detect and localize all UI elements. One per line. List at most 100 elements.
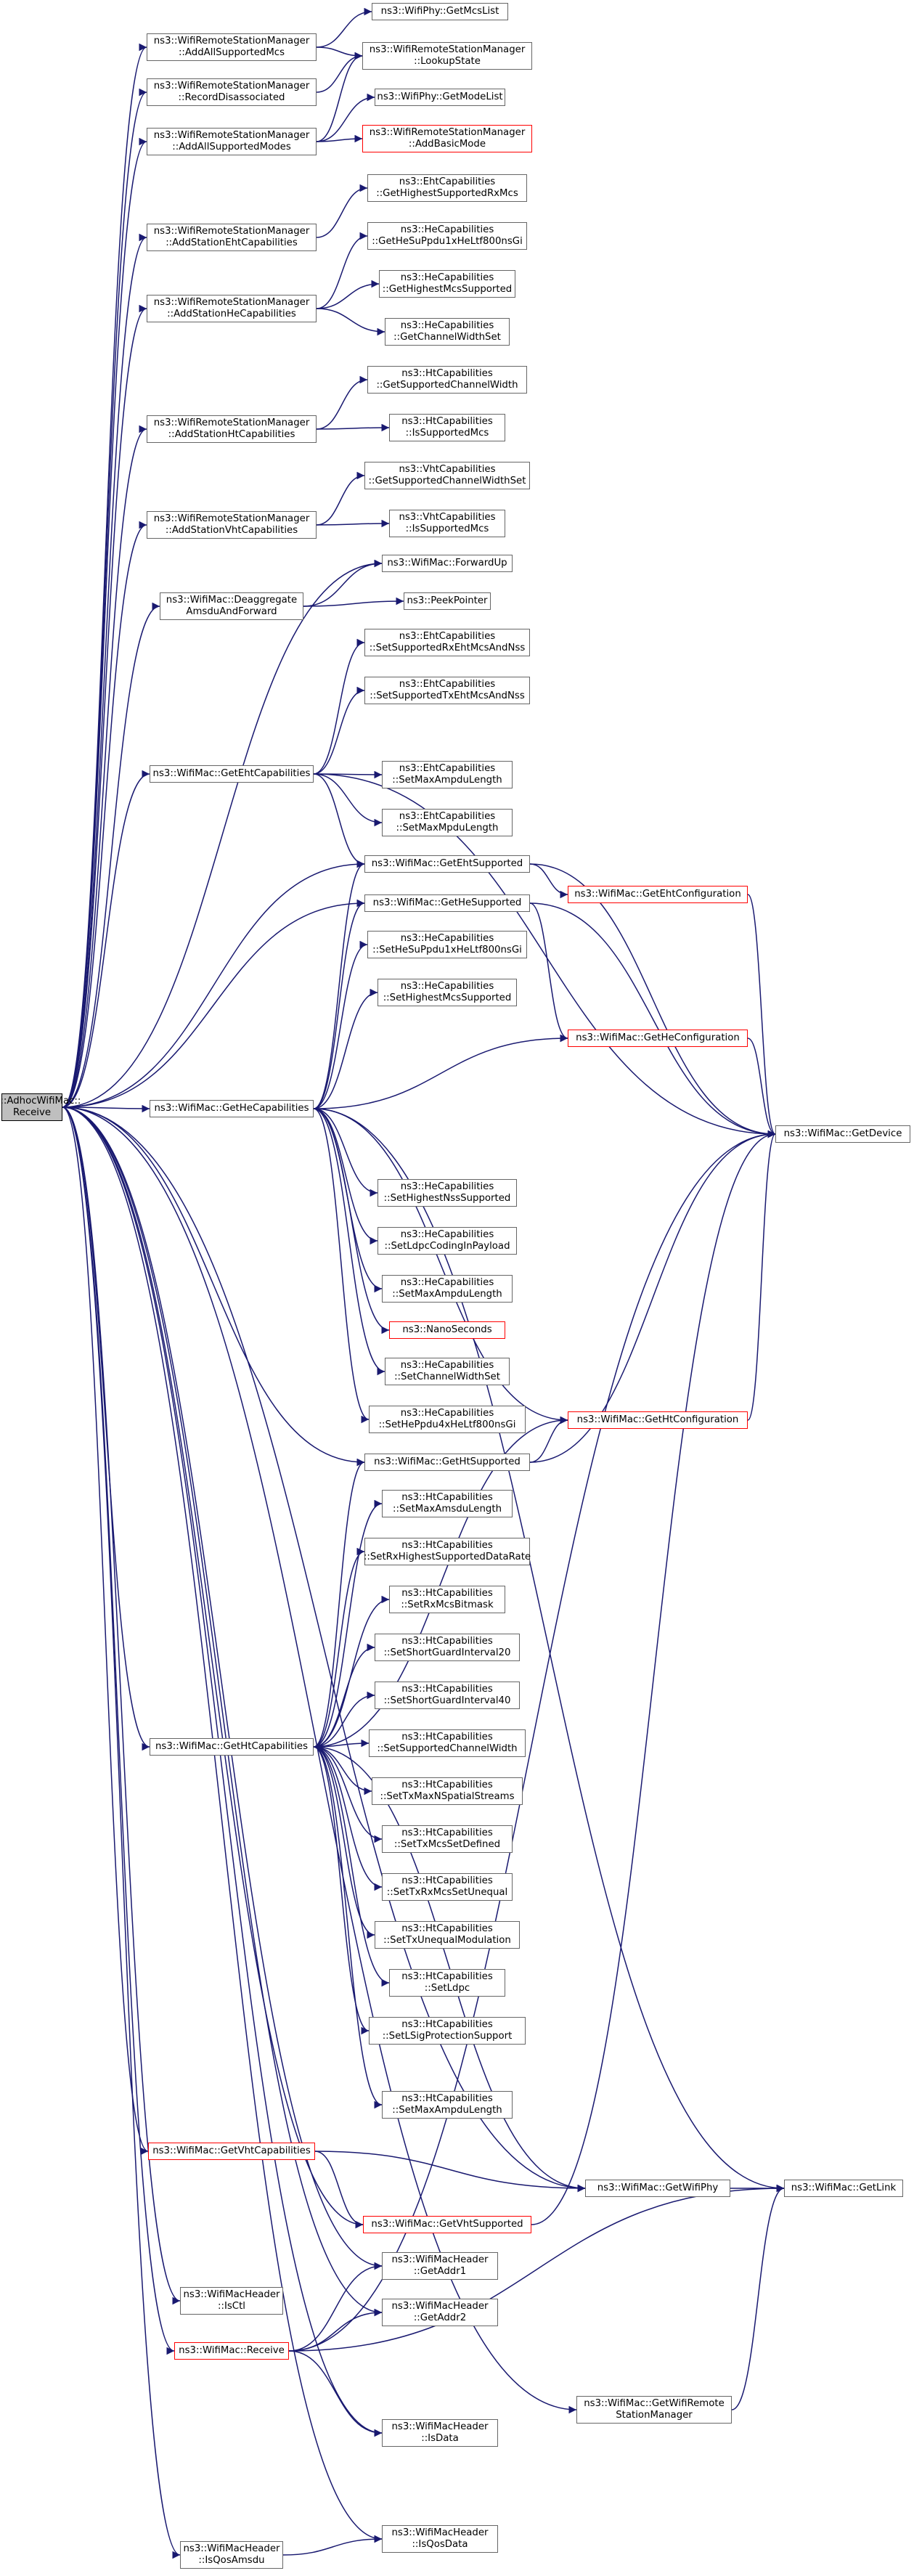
node-settxrxmcssetunequal[interactable]: ns3::HtCapabilities::SetTxRxMcsSetUnequa… bbox=[382, 1873, 513, 1901]
node-getlink[interactable]: ns3::WifiMac::GetLink bbox=[784, 2180, 903, 2197]
node-setldpc[interactable]: ns3::HtCapabilities::SetLdpc bbox=[389, 1969, 505, 1997]
node-setsupportedchannelwidth[interactable]: ns3::HtCapabilities::SetSupportedChannel… bbox=[369, 1729, 526, 1757]
edge-n9-m19 bbox=[313, 773, 365, 868]
node-addstationehtcapabilities[interactable]: ns3::WifiRemoteStationManager::AddStatio… bbox=[147, 224, 317, 251]
node-addbasicmode[interactable]: ns3::WifiRemoteStationManager::AddBasicM… bbox=[362, 125, 532, 152]
node-getmcslist[interactable]: ns3::WifiPhy::GetMcsList bbox=[372, 3, 508, 20]
edge-m44-c4 bbox=[531, 1130, 776, 2225]
node-ht-issupportedmcs[interactable]: ns3::HtCapabilities::IsSupportedMcs bbox=[389, 414, 505, 441]
edge-root-n8 bbox=[62, 602, 160, 1108]
edge-n11-m29 bbox=[313, 1458, 365, 1748]
node-settxmcssetdefined[interactable]: ns3::HtCapabilities::SetTxMcsSetDefined bbox=[382, 1825, 513, 1853]
node-lookupstate[interactable]: ns3::WifiRemoteStationManager::LookupSta… bbox=[362, 42, 532, 70]
edge-root-n3 bbox=[62, 137, 147, 1108]
node-getsupportedchannelwidthset[interactable]: ns3::VhtCapabilities::GetSupportedChanne… bbox=[364, 462, 530, 489]
node-getvhtsupported[interactable]: ns3::WifiMac::GetVhtSupported bbox=[363, 2216, 531, 2233]
node-peekpointer[interactable]: ns3::PeekPointer bbox=[404, 592, 491, 610]
node-gethtcapabilities[interactable]: ns3::WifiMac::GetHtCapabilities bbox=[150, 1738, 314, 1756]
edge-root-m19 bbox=[62, 860, 365, 1108]
node-setshortguardinterval40[interactable]: ns3::HtCapabilities::SetShortGuardInterv… bbox=[375, 1682, 520, 1709]
edge-n14-m45 bbox=[288, 2262, 383, 2352]
edge-n14-c5 bbox=[288, 2184, 785, 2352]
node-wifimacheader-isctl[interactable]: ns3::WifiMacHeader::IsCtl bbox=[180, 2287, 283, 2315]
node-isdata[interactable]: ns3::WifiMacHeader::IsData bbox=[382, 2419, 498, 2447]
node-addstationhecapabilities[interactable]: ns3::WifiRemoteStationManager::AddStatio… bbox=[147, 295, 317, 322]
node-recorddisassociated[interactable]: ns3::WifiRemoteStationManager::RecordDis… bbox=[147, 78, 317, 106]
edge-n11-m43 bbox=[313, 1746, 586, 2193]
node-setmaxamsdulength[interactable]: ns3::HtCapabilities::SetMaxAmsduLength bbox=[382, 1490, 513, 1517]
edge-n9-m15 bbox=[313, 638, 365, 775]
node-getaddr1[interactable]: ns3::WifiMacHeader::GetAddr1 bbox=[382, 2252, 498, 2280]
node-vht-issupportedmcs[interactable]: ns3::VhtCapabilities::IsSupportedMcs bbox=[389, 510, 505, 537]
node-addallsupportedmodes[interactable]: ns3::WifiRemoteStationManager::AddAllSup… bbox=[147, 128, 317, 155]
edge-n10-m24 bbox=[313, 1108, 378, 1245]
node-getmodelist[interactable]: ns3::WifiPhy::GetModeList bbox=[375, 89, 505, 106]
edge-root-m29 bbox=[62, 1106, 365, 1467]
node-setshortguardinterval20[interactable]: ns3::HtCapabilities::SetShortGuardInterv… bbox=[375, 1634, 520, 1661]
node-gethecapabilities[interactable]: ns3::WifiMac::GetHeCapabilities bbox=[150, 1100, 314, 1117]
edge-root-m47 bbox=[62, 1106, 383, 2437]
node-setldpccodinginpayload[interactable]: ns3::HeCapabilities::SetLdpcCodingInPayl… bbox=[378, 1227, 517, 1255]
edge-n11-m33 bbox=[313, 1643, 375, 1748]
node-sethe4xheltf800nsgi[interactable]: ns3::HeCapabilities::SetHePpdu4xHeLtf800… bbox=[369, 1406, 526, 1433]
node-gethtconfiguration[interactable]: ns3::WifiMac::GetHtConfiguration bbox=[568, 1411, 748, 1429]
edge-root-m13 bbox=[62, 559, 383, 1108]
node-wifimacheader-isqosamsdu[interactable]: ns3::WifiMacHeader::IsQosAmsdu bbox=[180, 2541, 283, 2569]
edge-n10-m23 bbox=[313, 1108, 378, 1197]
node-gethighestmcssupported[interactable]: ns3::HeCapabilities::GetHighestMcsSuppor… bbox=[379, 270, 515, 298]
edge-n7-m12 bbox=[316, 519, 390, 528]
node-sethesuppdu1xheltf800nsgi[interactable]: ns3::HeCapabilities::SetHeSuPpdu1xHeLtf8… bbox=[367, 931, 527, 958]
node-setsupportedrxehtmcsandnss[interactable]: ns3::EhtCapabilities::SetSupportedRxEhtM… bbox=[364, 629, 530, 656]
node-nanoseconds[interactable]: ns3::NanoSeconds bbox=[389, 1321, 505, 1339]
node-getehtsupported[interactable]: ns3::WifiMac::GetEhtSupported bbox=[364, 855, 530, 873]
edge-n10-m28 bbox=[313, 1108, 370, 1424]
node-getvhtcapabilities[interactable]: ns3::WifiMac::GetVhtCapabilities bbox=[148, 2143, 315, 2160]
node-gethesupported[interactable]: ns3::WifiMac::GetHeSupported bbox=[364, 894, 530, 912]
node-gethesuppdu1xheltf800nsgi[interactable]: ns3::HeCapabilities::GetHeSuPpdu1xHeLtf8… bbox=[367, 222, 527, 250]
node-addstationvhtcapabilities[interactable]: ns3::WifiRemoteStationManager::AddStatio… bbox=[147, 511, 317, 539]
edge-n3-m3 bbox=[316, 93, 375, 142]
node-getwifiphy[interactable]: ns3::WifiMac::GetWifiPhy bbox=[585, 2180, 730, 2197]
edge-n12-m43 bbox=[314, 2151, 586, 2193]
node-getdevice[interactable]: ns3::WifiMac::GetDevice bbox=[775, 1125, 910, 1143]
node-getsupportedchannelwidth[interactable]: ns3::HtCapabilities::GetSupportedChannel… bbox=[367, 366, 527, 394]
node-forwardup[interactable]: ns3::WifiMac::ForwardUp bbox=[382, 555, 513, 572]
edge-root-m46 bbox=[62, 1106, 383, 2317]
node-ht-setmaxampdulength[interactable]: ns3::HtCapabilities::SetMaxAmpduLength bbox=[382, 2091, 513, 2119]
node-eht-setmaxmpdulength[interactable]: ns3::EhtCapabilities::SetMaxMpduLength bbox=[382, 809, 513, 836]
node-settxunequalmodulation[interactable]: ns3::HtCapabilities::SetTxUnequalModulat… bbox=[375, 1921, 520, 1949]
node-setlsigprotectionsupport[interactable]: ns3::HtCapabilities::SetLSigProtectionSu… bbox=[369, 2017, 526, 2045]
edge-n8-m13 bbox=[303, 559, 383, 607]
node-gethtsupported[interactable]: ns3::WifiMac::GetHtSupported bbox=[364, 1454, 530, 1471]
node-setrxhighestsupporteddatarate[interactable]: ns3::HtCapabilities::SetRxHighestSupport… bbox=[364, 1538, 531, 1565]
edge-n5-m7 bbox=[316, 280, 380, 309]
node-sethighestmcssupported[interactable]: ns3::HeCapabilities::SetHighestMcsSuppor… bbox=[378, 979, 517, 1006]
node-getheconfiguration[interactable]: ns3::WifiMac::GetHeConfiguration bbox=[568, 1030, 748, 1047]
edge-n14-m47 bbox=[288, 2350, 383, 2437]
node-sethighestnsssupported[interactable]: ns3::HeCapabilities::SetHighestNssSuppor… bbox=[378, 1179, 517, 1207]
node-getchannelwidthset[interactable]: ns3::HeCapabilities::GetChannelWidthSet bbox=[385, 318, 510, 346]
edge-n11-m30 bbox=[313, 1499, 383, 1748]
node-addstationhtcapabilities[interactable]: ns3::WifiRemoteStationManager::AddStatio… bbox=[147, 415, 317, 443]
node-settxmaxnspatialstreams[interactable]: ns3::HtCapabilities::SetTxMaxNSpatialStr… bbox=[372, 1777, 523, 1805]
node-getaddr2[interactable]: ns3::WifiMacHeader::GetAddr2 bbox=[382, 2299, 498, 2326]
edge-root-n4 bbox=[62, 233, 147, 1108]
edge-root-n6 bbox=[62, 425, 147, 1108]
node-addallsupportedmcs[interactable]: ns3::WifiRemoteStationManager::AddAllSup… bbox=[147, 33, 317, 61]
node-wifimac-receive[interactable]: ns3::WifiMac::Receive bbox=[174, 2342, 289, 2360]
node-he-setmaxampdulength[interactable]: ns3::HeCapabilities::SetMaxAmpduLength bbox=[382, 1275, 513, 1303]
edge-n10-m20 bbox=[313, 899, 365, 1109]
node-setchannelwidthset[interactable]: ns3::HeCapabilities::SetChannelWidthSet bbox=[385, 1358, 510, 1385]
node-getehtconfiguration[interactable]: ns3::WifiMac::GetEhtConfiguration bbox=[568, 886, 748, 903]
node-getehtcapabilities[interactable]: ns3::WifiMac::GetEhtCapabilities bbox=[150, 765, 314, 783]
node-setrxmcsbitmask[interactable]: ns3::HtCapabilities::SetRxMcsBitmask bbox=[389, 1586, 505, 1613]
node-adhocwifimac-receive[interactable]: ns3::AdhocWifiMac::Receive bbox=[0, 1093, 81, 1121]
node-gethighestsupportedrxmcs[interactable]: ns3::EhtCapabilities::GetHighestSupporte… bbox=[367, 174, 527, 202]
call-edges bbox=[62, 7, 785, 2559]
node-isqosdata[interactable]: ns3::WifiMacHeader::IsQosData bbox=[382, 2525, 498, 2553]
node-setsupportedtxehtmcsandnss[interactable]: ns3::EhtCapabilities::SetSupportedTxEhtM… bbox=[364, 677, 530, 704]
node-eht-setmaxampdulength[interactable]: ns3::EhtCapabilities::SetMaxAmpduLength bbox=[382, 761, 513, 788]
